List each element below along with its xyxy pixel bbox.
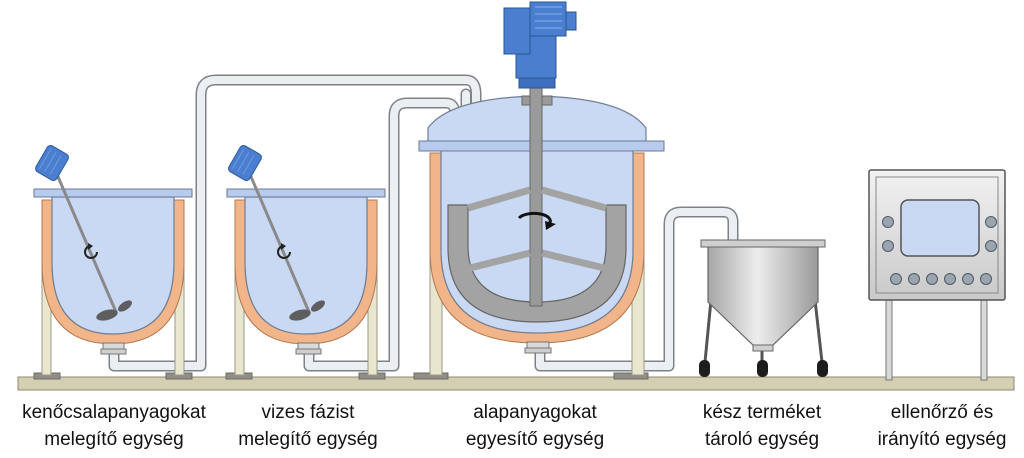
caption-mixing-unit: alapanyagokat egyesítő egység — [447, 399, 623, 453]
outlet-flange — [100, 348, 127, 355]
wheel — [817, 360, 828, 377]
panel-buttons — [882, 216, 997, 285]
storage-hopper — [699, 239, 828, 377]
control-panel — [868, 169, 1006, 381]
tank-oil-phase — [33, 144, 193, 376]
floor-feet — [33, 372, 649, 380]
caption-line: egyesítő egység — [465, 429, 605, 450]
anchor-stirrer — [447, 204, 627, 323]
tank-lid — [226, 188, 386, 198]
motor-small — [35, 144, 69, 182]
tank-water-phase — [226, 144, 386, 376]
caption-storage-unit: kész terméket tároló egység — [684, 399, 840, 453]
propeller — [96, 300, 132, 321]
caption-water-phase-unit: vizes fázist melegítő egység — [214, 399, 402, 453]
stirrer-shaft — [529, 85, 543, 307]
caption-line: melegítő egység — [44, 429, 184, 450]
caption-control-unit: ellenőrző és irányító egység — [862, 399, 1022, 453]
stirrer-shaft — [247, 171, 311, 313]
hopper-rim — [700, 239, 826, 248]
caption-line: kenőcsalapanyagokat — [22, 402, 206, 423]
outlet-flange — [102, 342, 125, 350]
propeller — [289, 300, 325, 321]
motor-small — [228, 144, 262, 182]
caption-line: ellenőrző és — [890, 402, 994, 423]
caption-oil-phase-unit: kenőcsalapanyagokat melegítő egység — [0, 399, 228, 453]
motor-large — [503, 1, 577, 89]
stirrer-shaft — [54, 171, 118, 313]
caption-line: kész terméket — [702, 402, 822, 423]
wheel — [757, 360, 768, 377]
rotation-arrow-icon — [517, 211, 552, 226]
outlet-flange — [297, 342, 320, 350]
rotation-arrow-icon — [277, 245, 291, 259]
panel-screen — [900, 199, 980, 257]
caption-line: vizes fázist — [261, 402, 355, 423]
outlet-flange — [526, 341, 550, 349]
rotation-arrow-icon — [84, 245, 98, 259]
caption-line: alapanyagokat — [473, 402, 597, 423]
hopper-body — [707, 245, 819, 347]
tank-mixing — [418, 1, 665, 376]
outlet-flange — [524, 347, 552, 354]
caption-line: irányító egység — [877, 429, 1007, 450]
caption-line: melegítő egység — [238, 429, 378, 450]
outlet-flange — [295, 348, 322, 355]
tank-lid — [33, 188, 193, 198]
pipes — [108, 74, 739, 372]
floor-base — [17, 376, 1015, 391]
caption-line: tároló egység — [704, 429, 820, 450]
wheel — [699, 360, 710, 377]
